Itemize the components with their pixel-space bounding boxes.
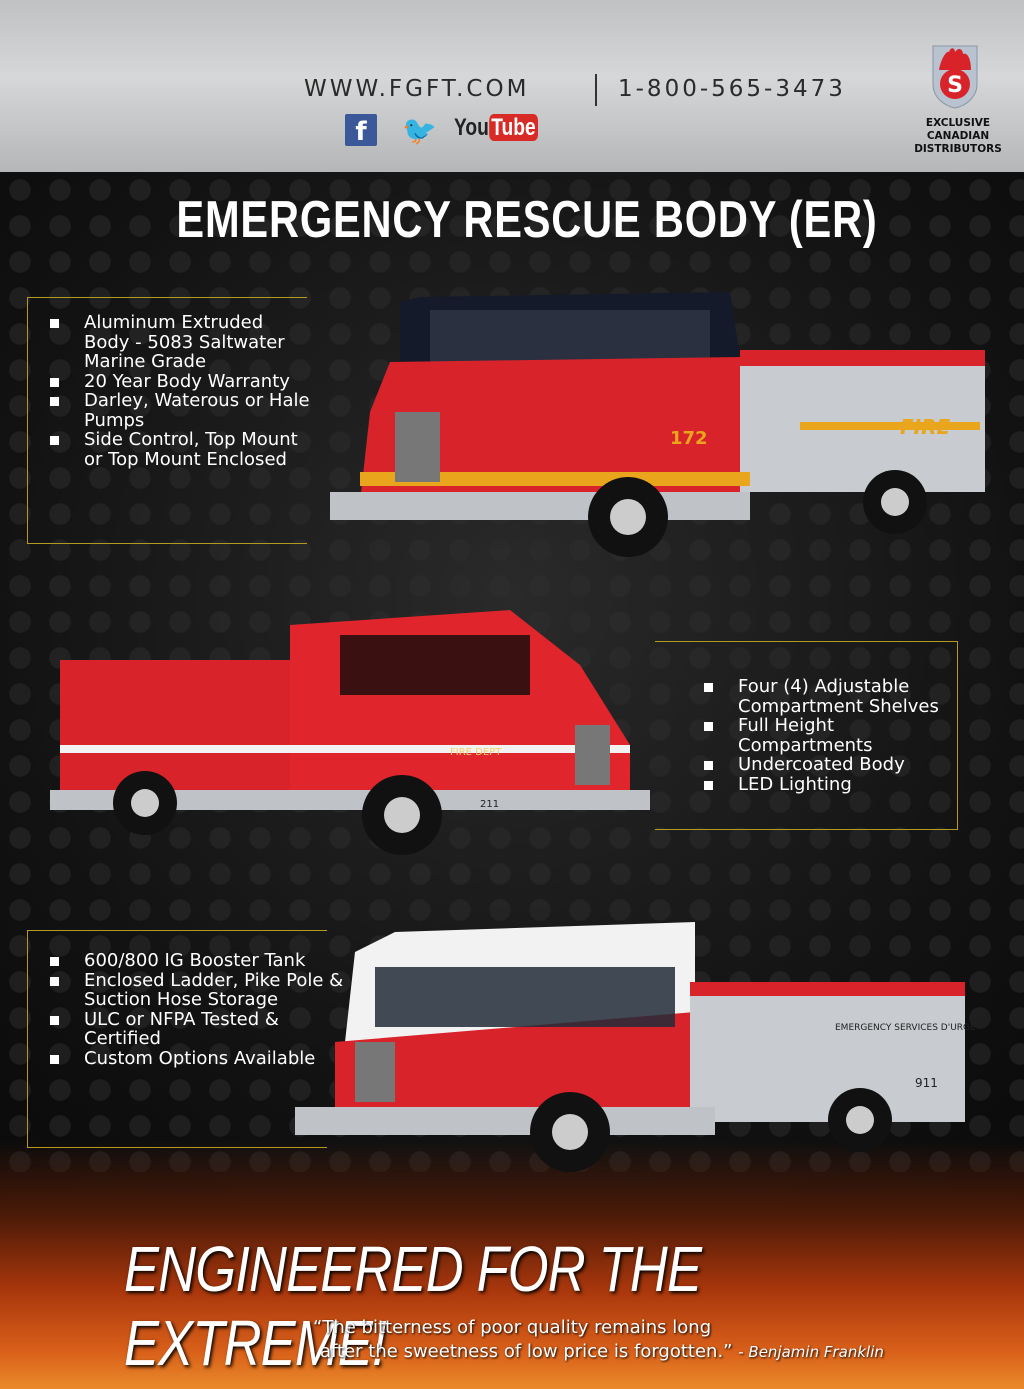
- truck-number: 911: [915, 1076, 938, 1090]
- facebook-icon[interactable]: f: [345, 114, 377, 147]
- feature-list-3: 600/800 IG Booster Tank Enclosed Ladder,…: [50, 951, 350, 1068]
- feature-item: 20 Year Body Warranty: [50, 371, 310, 392]
- youtube-icon[interactable]: YouTube: [454, 114, 539, 142]
- svg-text:S: S: [947, 73, 963, 98]
- feature-item: Enclosed Ladder, Pike Pole & Suction Hos…: [50, 970, 350, 1010]
- youtube-tube: Tube: [488, 114, 539, 141]
- company-shield-logo: S: [932, 45, 978, 109]
- truck-label: FIRE: [900, 415, 951, 439]
- feature-box-3: [27, 930, 327, 1148]
- twitter-icon[interactable]: 🐦: [402, 114, 437, 147]
- divider: [595, 74, 597, 106]
- feature-item: ULC or NFPA Tested & Certified: [50, 1009, 350, 1049]
- feature-item: Full Height Compartments: [704, 716, 964, 755]
- feature-list-2: Four (4) Adjustable Compartment Shelves …: [704, 677, 964, 794]
- website-link[interactable]: WWW.FGFT.COM: [304, 76, 530, 102]
- feature-box-1: [27, 297, 307, 544]
- feature-item: Undercoated Body: [704, 755, 964, 775]
- fire-background: [0, 1140, 1024, 1389]
- feature-list-1: Aluminum Extruded Body - 5083 Saltwater …: [50, 313, 310, 469]
- feature-item: Four (4) Adjustable Compartment Shelves: [704, 677, 964, 716]
- feature-item: LED Lighting: [704, 774, 964, 795]
- feature-item: Aluminum Extruded Body - 5083 Saltwater …: [50, 313, 310, 372]
- feature-item: Darley, Waterous or Hale Pumps: [50, 391, 310, 430]
- feature-item: Side Control, Top Mount or Top Mount Enc…: [50, 430, 310, 469]
- feature-item: 600/800 IG Booster Tank: [50, 951, 350, 971]
- page-title: EMERGENCY RESCUE BODY (ER): [176, 191, 878, 249]
- quote-line-2: after the sweetness of low price is forg…: [320, 1341, 733, 1362]
- truck-number: 172: [670, 428, 708, 449]
- quote: “The bitterness of poor quality remains …: [313, 1316, 884, 1364]
- header-banner: [0, 0, 1024, 172]
- truck-label: EMERGENCY SERVICES D'URGENCE: [835, 1023, 975, 1033]
- phone-number[interactable]: 1-800-565-3473: [618, 76, 846, 102]
- fire-truck-3-image: EMERGENCY SERVICES D'URGENCE 911: [295, 922, 975, 1172]
- quote-author: - Benjamin Franklin: [738, 1343, 884, 1361]
- truck-number: 211: [480, 799, 499, 810]
- slogan: ENGINEERED FOR THE EXTREME!: [124, 1233, 702, 1379]
- fire-truck-1-image: FIRE 172: [330, 292, 985, 557]
- fire-truck-2-image: FIRE DEPT 211: [50, 610, 650, 855]
- truck-label: FIRE DEPT: [450, 747, 502, 758]
- feature-box-2: [655, 641, 958, 830]
- quote-line-1: “The bitterness of poor quality remains …: [313, 1317, 712, 1338]
- feature-item: Custom Options Available: [50, 1048, 350, 1069]
- youtube-you: You: [454, 114, 489, 141]
